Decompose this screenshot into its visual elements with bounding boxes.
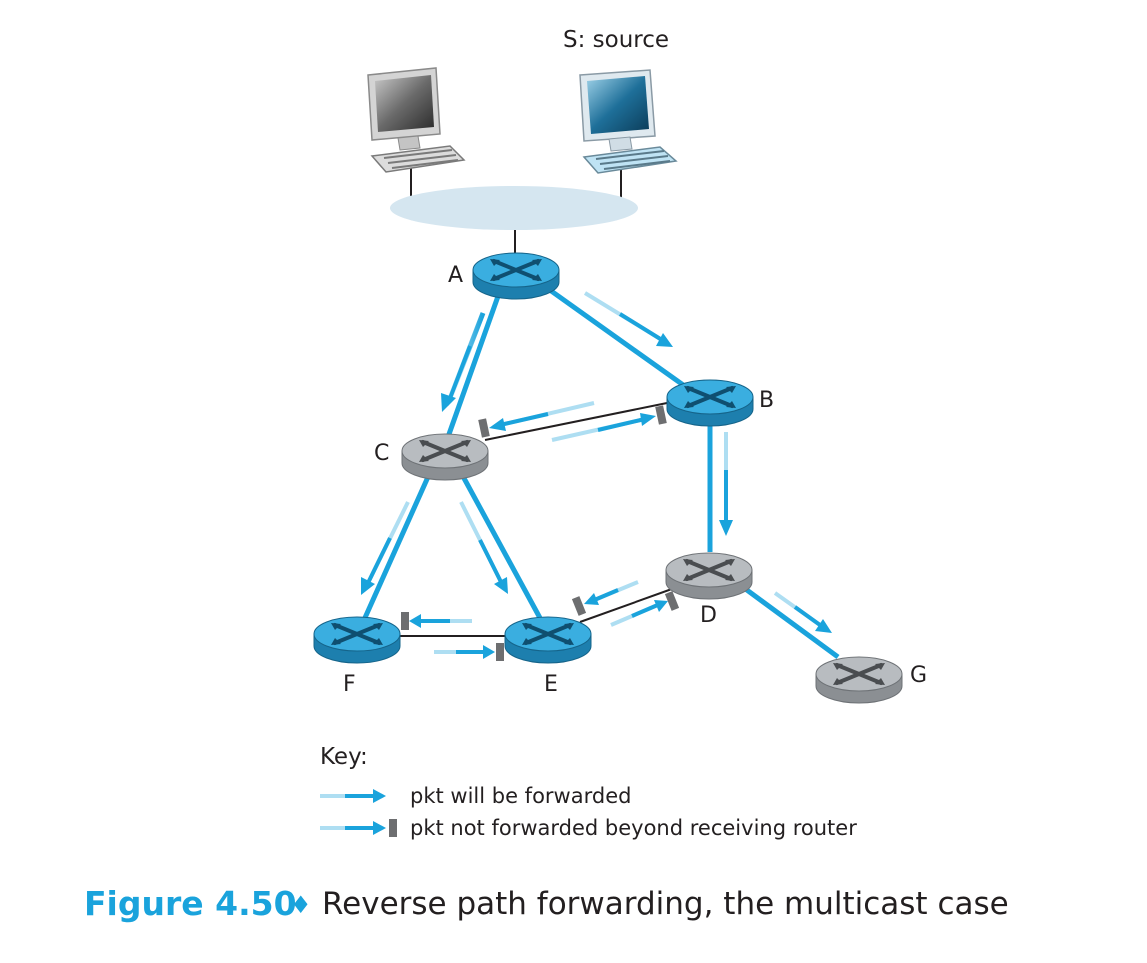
arrow-d-to-g [773,591,832,633]
blocker-at-d [664,591,680,611]
routers [313,252,903,704]
arrow-e-to-f-blocked [401,612,472,630]
figure-number: Figure 4.50 [84,884,297,923]
router-d-icon [665,552,753,600]
router-g-icon [815,656,903,704]
key-not-forwarded-label: pkt not forwarded beyond receiving route… [410,816,857,840]
blocker-at-b [655,405,667,425]
key-title: Key: [320,744,368,770]
arrow-b-to-d [719,432,733,536]
node-label-c: C [374,441,389,466]
link-e-d [579,584,684,623]
key-legend: Key: pkt will be forwarded pkt not forwa… [320,744,857,840]
link-c-e [456,467,543,620]
link-d-g [734,579,840,660]
arrow-c-to-f [361,501,410,595]
node-label-a: A [448,263,463,288]
blocker-at-e-from-d [571,596,587,616]
router-b-icon [666,379,754,427]
source-label: S: source [563,27,669,53]
source-computer-icon [579,69,678,174]
caption-separator: ♦ [290,891,312,919]
node-label-d: D [700,603,717,628]
router-f-icon [313,616,401,664]
node-label-e: E [544,672,558,697]
arrow-a-to-b [583,291,673,347]
arrow-d-to-e-blocked [571,580,639,616]
blocker-at-f [401,612,409,630]
link-c-b [484,402,668,441]
arrow-e-to-d-blocked [610,591,680,627]
router-a-icon [472,252,560,300]
figure-caption: Figure 4.50 ♦ Reverse path forwarding, t… [84,884,1009,923]
router-e-icon [504,616,592,664]
link-a-b [538,280,688,390]
blocker-at-e-from-f [496,643,504,661]
key-arrow-forwarded [320,789,386,803]
key-forwarded-label: pkt will be forwarded [410,784,631,808]
node-label-b: B [759,388,774,413]
link-a-c [445,284,505,438]
key-arrow-not-forwarded [320,819,397,837]
caption-text: Reverse path forwarding, the multicast c… [322,886,1009,922]
link-c-f [361,466,435,622]
arrow-c-to-e [459,501,508,594]
arrow-b-to-c-blocked [478,401,595,438]
arrow-f-to-e-blocked [434,643,504,661]
links [361,280,840,660]
node-label-g: G [910,663,927,688]
lan-ellipse [390,186,638,230]
forwarding-arrows [361,291,832,661]
key-blocker [389,819,397,837]
arrow-c-to-b-blocked [551,405,667,442]
router-c-icon [401,433,489,481]
host-computer-icon [367,67,466,173]
arrow-a-to-c [441,312,486,412]
blocker-at-c [478,418,490,438]
node-label-f: F [343,672,356,697]
